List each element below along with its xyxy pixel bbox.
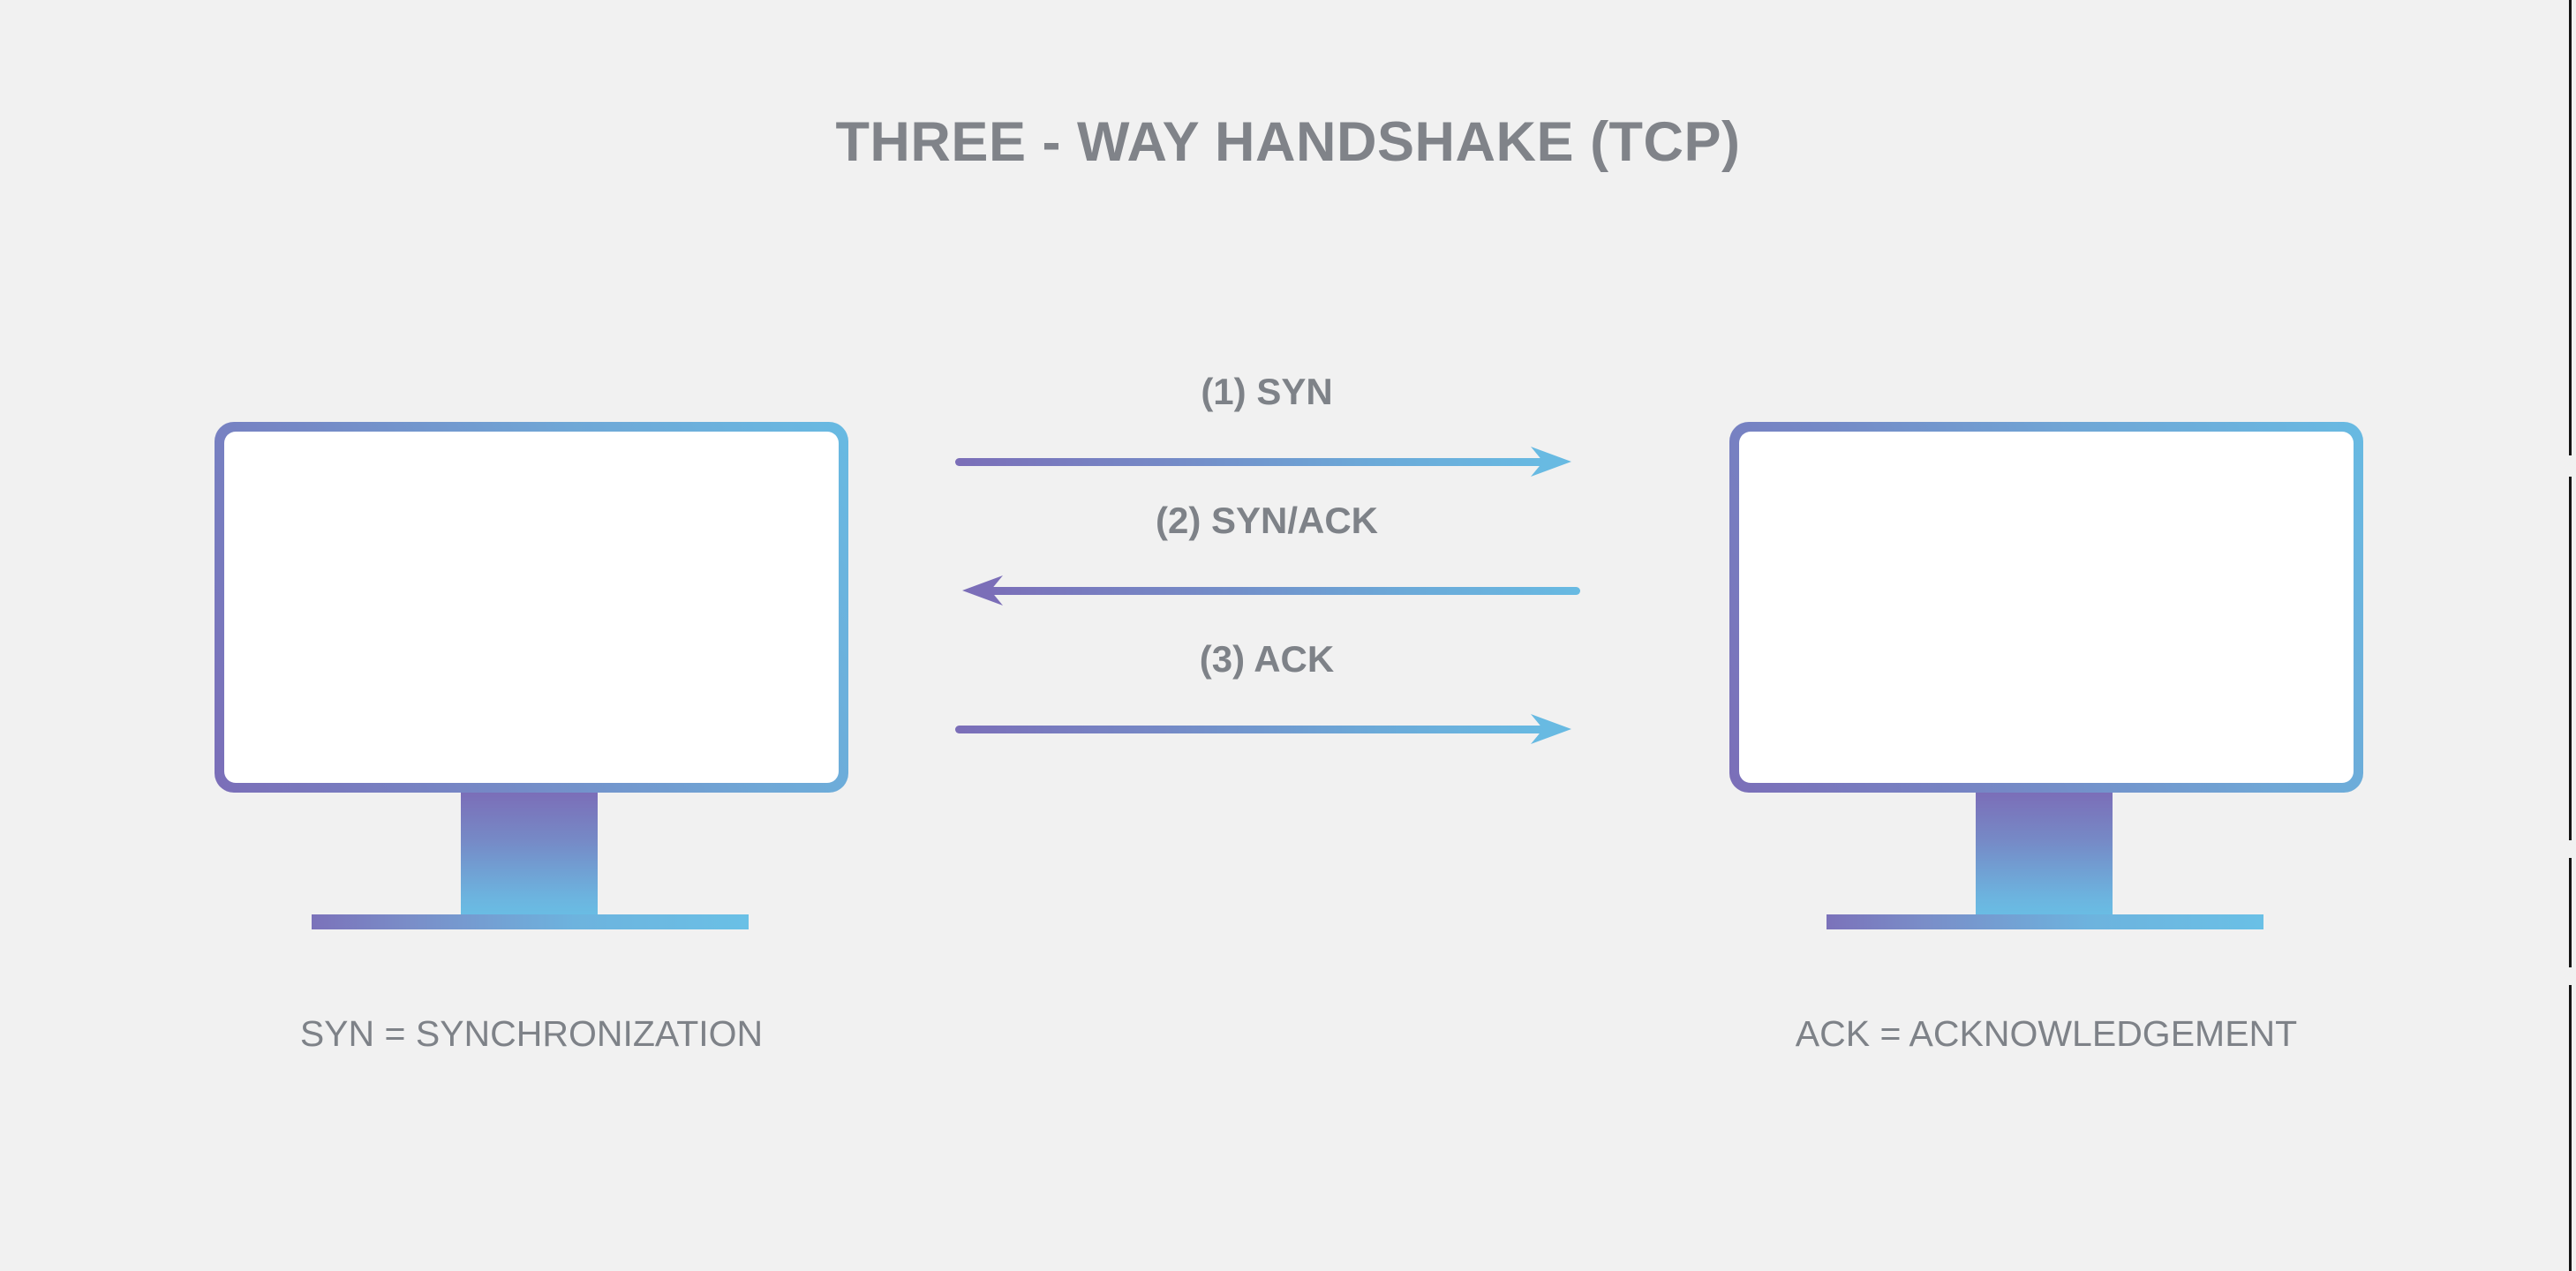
message-1-group: (1) SYN (953, 371, 1580, 477)
caption-server: ACK = ACKNOWLEDGEMENT (1795, 1013, 2298, 1054)
monitor-base-server (1827, 914, 2263, 929)
message-2-group: (2) SYN/ACK (953, 500, 1580, 605)
monitor-display-client (224, 432, 839, 783)
monitor-base-client (312, 914, 749, 929)
monitor-icon-client (215, 422, 848, 934)
monitor-screen-client (215, 422, 848, 793)
arrow-left-icon-2 (962, 575, 1580, 605)
monitor-neck-client (461, 793, 598, 916)
message-3-label: (3) ACK (1199, 638, 1335, 680)
arrow-right-icon-1 (955, 447, 1571, 477)
image-edge-artifact (2569, 0, 2572, 1271)
message-2-label: (2) SYN/ACK (1155, 500, 1379, 541)
monitor-display-server (1739, 432, 2354, 783)
monitor-icon-server (1729, 422, 2363, 934)
monitor-neck-server (1976, 793, 2113, 916)
arrow-right-icon-3 (955, 714, 1571, 744)
page-title: THREE - WAY HANDSHAKE (TCP) (835, 111, 1741, 173)
message-3-group: (3) ACK (953, 638, 1580, 744)
monitor-screen-server (1729, 422, 2363, 793)
caption-client: SYN = SYNCHRONIZATION (299, 1013, 764, 1054)
message-1-label: (1) SYN (1201, 371, 1333, 412)
